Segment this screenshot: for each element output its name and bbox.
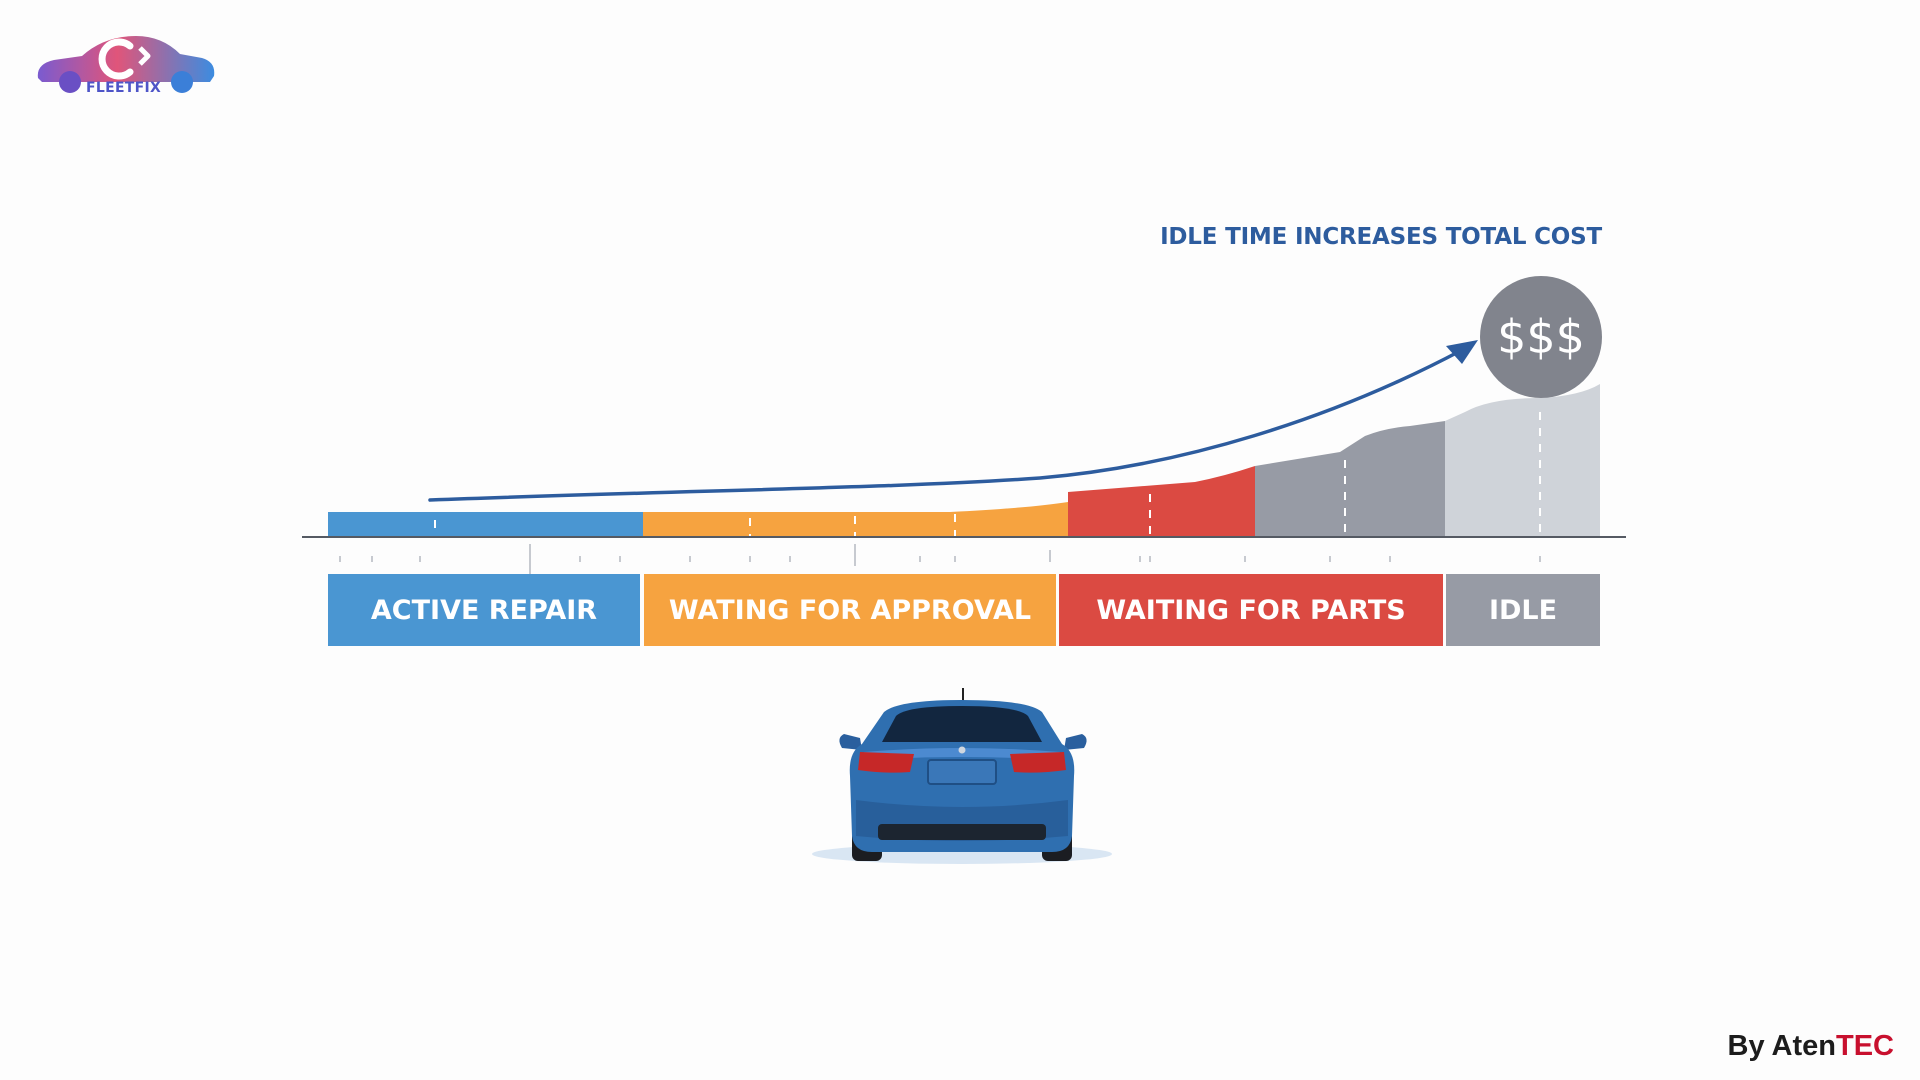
area-dividers xyxy=(434,412,1541,538)
phase-waiting-approval: WATING FOR APPROVAL xyxy=(644,574,1056,646)
phase-active-repair: ACTIVE REPAIR xyxy=(328,574,640,646)
headline: IDLE TIME INCREASES TOTAL COST xyxy=(1160,224,1602,250)
logo-text: FLEETFIX xyxy=(86,80,162,96)
fleetfix-logo-icon xyxy=(37,36,215,93)
area-parts-to-idle xyxy=(1255,421,1445,538)
phase-waiting-parts: WAITING FOR PARTS xyxy=(1059,574,1443,646)
cost-trend-arrow xyxy=(428,340,1478,502)
phase-idle: IDLE xyxy=(1446,574,1600,646)
cost-badge-text: $$$ xyxy=(1497,310,1585,364)
credit-brand: TEC xyxy=(1836,1030,1894,1062)
cost-areas xyxy=(328,384,1600,538)
axis-ticks xyxy=(339,544,1541,574)
credit: By AtenTEC xyxy=(1728,1030,1895,1063)
blue-sedan-rear-icon xyxy=(812,688,1112,864)
cost-badge-icon: $$$ xyxy=(1480,276,1602,398)
area-waiting-parts xyxy=(1068,466,1255,538)
credit-prefix: By Aten xyxy=(1727,1030,1837,1062)
area-idle xyxy=(1445,384,1600,538)
area-active-repair xyxy=(328,512,643,538)
